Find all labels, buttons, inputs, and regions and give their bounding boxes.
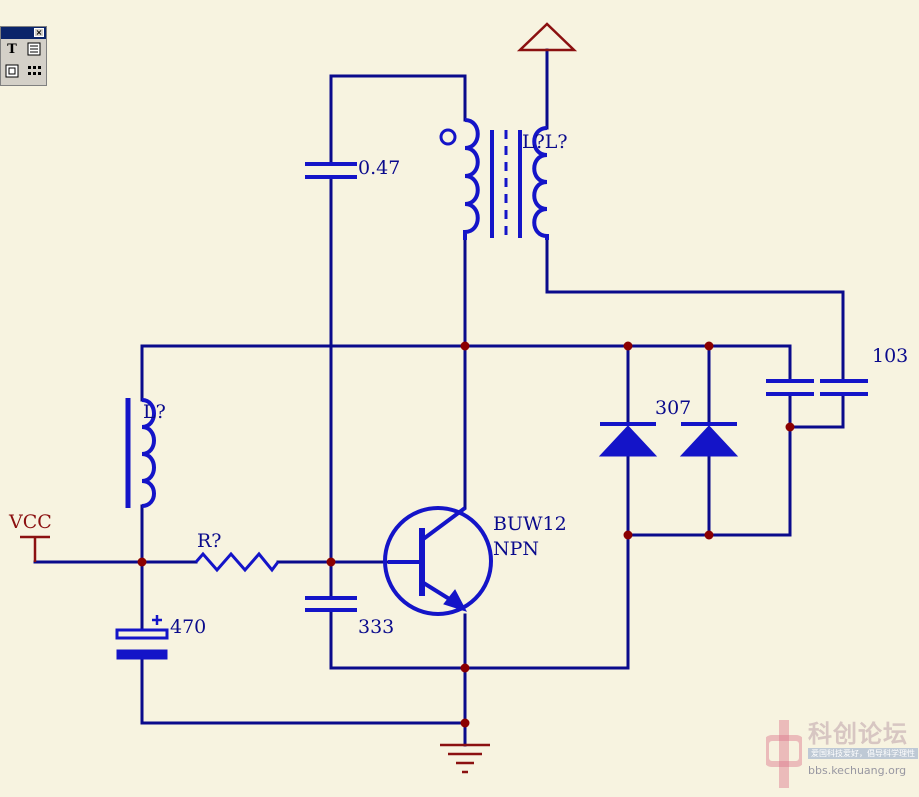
capacitor-103[interactable] <box>766 379 868 396</box>
inductor[interactable] <box>125 398 156 508</box>
capacitor-470[interactable] <box>115 615 169 660</box>
inductor-label: L? <box>143 401 166 423</box>
watermark-url: bbs.kechuang.org <box>808 764 907 777</box>
diodes-label: 307 <box>655 397 691 419</box>
vcc-label: VCC <box>8 511 52 533</box>
toolbox-titlebar[interactable]: × <box>1 27 46 39</box>
close-button[interactable]: × <box>34 28 44 37</box>
resistor[interactable] <box>194 551 280 573</box>
antenna-icon <box>516 22 578 52</box>
transistor-model-label: BUW12 <box>493 513 567 535</box>
grid-dots-icon <box>28 66 41 75</box>
ground-icon <box>440 743 490 774</box>
watermark-name: 科创论坛 <box>808 720 908 748</box>
image-icon <box>5 64 19 78</box>
capacitor-047-label: 0.47 <box>358 157 400 179</box>
watermark-slogan: 爱国科技爱好，倡导科学理性 <box>808 748 918 759</box>
drawing-toolbox[interactable]: × T <box>0 26 47 86</box>
diode-right[interactable] <box>679 422 739 457</box>
vcc-terminal <box>20 535 50 562</box>
transistor-type-label: NPN <box>493 538 539 560</box>
transformer-label: L?L? <box>522 131 568 153</box>
capacitor-047[interactable] <box>305 162 357 179</box>
transformer[interactable] <box>439 118 549 240</box>
capacitor-333-label: 333 <box>358 616 394 638</box>
resistor-label: R? <box>197 530 222 552</box>
watermark: 科创论坛 爱国科技爱好，倡导科学理性 bbs.kechuang.org <box>760 714 919 797</box>
wires <box>33 48 845 747</box>
text-frame-tool-button[interactable] <box>26 42 42 58</box>
text-frame-icon <box>27 42 41 56</box>
array-tool-button[interactable] <box>26 64 42 80</box>
text-tool-button[interactable]: T <box>7 42 17 57</box>
capacitor-470-label: 470 <box>170 616 206 638</box>
capacitor-103-label: 103 <box>872 345 908 367</box>
capacitor-333[interactable] <box>305 596 357 612</box>
junction-dots <box>137 341 795 728</box>
image-tool-button[interactable] <box>4 64 20 80</box>
watermark-logo-icon <box>766 720 802 788</box>
transistor-npn[interactable] <box>383 506 493 616</box>
diode-left[interactable] <box>598 422 658 457</box>
